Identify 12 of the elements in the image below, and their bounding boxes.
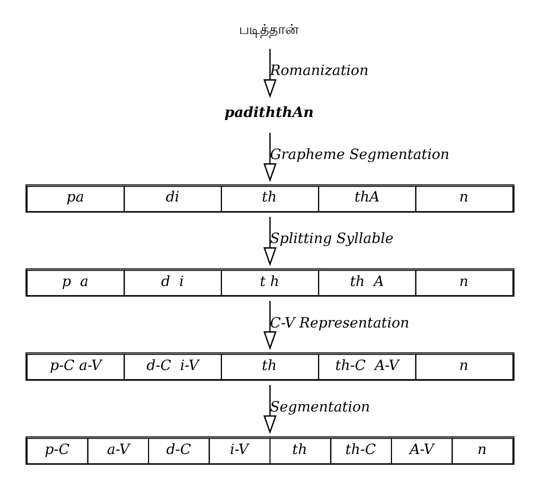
edge-label: Splitting Syllable: [270, 231, 394, 248]
node-text: padiththAn: [224, 105, 314, 122]
arrow: [263, 384, 277, 434]
edge-label: Grapheme Segmentation: [270, 147, 450, 164]
arrow: [263, 300, 277, 350]
node-text: படித்தான்: [239, 22, 300, 38]
arrow: [263, 132, 277, 182]
arrow: [263, 216, 277, 266]
edge-label: C-V Representation: [270, 315, 410, 332]
edge-label: Segmentation: [270, 399, 370, 416]
edge-label: Romanization: [270, 63, 368, 80]
arrow: [263, 48, 277, 98]
